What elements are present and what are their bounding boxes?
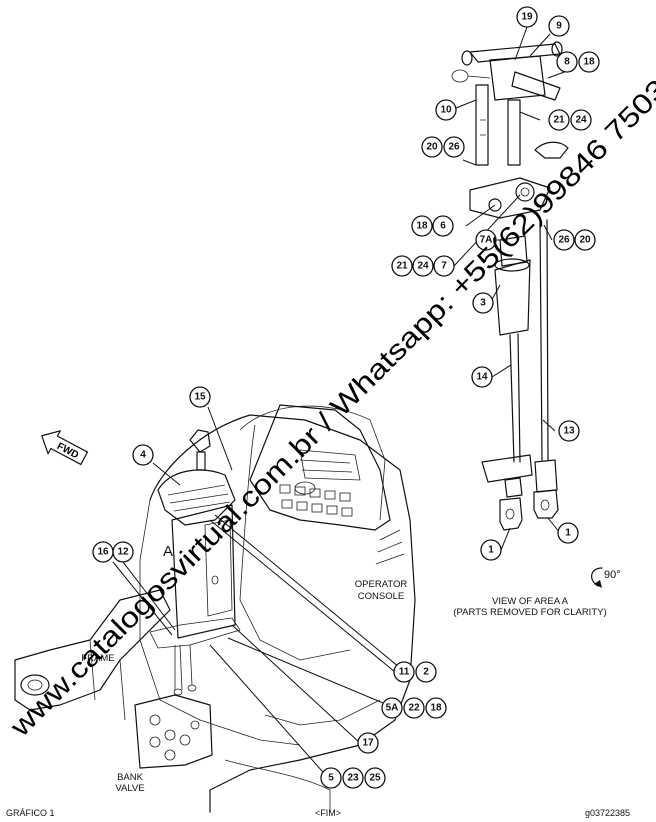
callout-17: 17 <box>357 732 379 754</box>
bank-valve-label-2: VALVE <box>115 783 144 794</box>
svg-text:17: 17 <box>362 738 374 749</box>
svg-text:12: 12 <box>117 547 129 558</box>
svg-text:7A: 7A <box>480 235 493 246</box>
bank-valve <box>134 694 213 769</box>
console-keypad <box>279 484 353 517</box>
footer-center: <FIM> <box>314 808 341 818</box>
svg-text:18: 18 <box>430 703 442 714</box>
callout-18-mid: 18 <box>411 215 433 237</box>
callout-20-right: 20 <box>574 229 596 251</box>
callout-15: 15 <box>189 386 211 408</box>
svg-text:7: 7 <box>441 261 447 272</box>
callout-11: 11 <box>393 661 415 683</box>
svg-text:26: 26 <box>448 142 460 153</box>
operator-console-label-1: OPERATOR <box>355 579 408 590</box>
view-area-label-2: (PARTS REMOVED FOR CLARITY) <box>453 607 606 618</box>
callout-5: 5 <box>320 767 342 789</box>
svg-text:14: 14 <box>476 372 488 383</box>
rotation-label: 90° <box>604 569 621 581</box>
rotation-90-icon <box>591 567 603 588</box>
view-area-label-1: VIEW OF AREA A <box>492 596 569 607</box>
callout-22: 22 <box>403 697 425 719</box>
callout-10: 10 <box>435 99 457 121</box>
callout-4: 4 <box>132 444 154 466</box>
callout-8: 8 <box>556 51 578 73</box>
callout-21-mid: 21 <box>391 255 413 277</box>
watermark-text: www.catalogosvirtual.com.br / Whatsapp: … <box>3 73 656 743</box>
svg-text:1: 1 <box>488 545 494 556</box>
bank-valve-label-1: BANK <box>117 772 144 783</box>
callout-26-right: 26 <box>553 229 575 251</box>
svg-text:13: 13 <box>563 426 575 437</box>
callout-26-left: 26 <box>443 136 465 158</box>
callout-13: 13 <box>558 420 580 442</box>
callouts: 19 9 8 18 10 21 24 20 26 18 6 21 24 7 7A… <box>92 6 600 789</box>
callout-1-left: 1 <box>480 539 502 561</box>
operator-console-label-2: CONSOLE <box>358 591 404 602</box>
callout-24-top: 24 <box>570 109 592 131</box>
svg-text:24: 24 <box>575 115 587 126</box>
callout-20-left: 20 <box>421 136 443 158</box>
text-labels: A FRAME OPERATOR CONSOLE VIEW OF AREA A … <box>81 543 620 794</box>
svg-text:22: 22 <box>408 703 420 714</box>
area-a-label: A <box>163 543 173 560</box>
callout-3: 3 <box>472 292 494 314</box>
callout-5a: 5A <box>381 697 403 719</box>
svg-text:6: 6 <box>440 221 446 232</box>
frame <box>14 589 171 721</box>
svg-text:24: 24 <box>417 261 429 272</box>
callout-1-right: 1 <box>557 522 579 544</box>
svg-text:4: 4 <box>140 450 146 461</box>
svg-text:1: 1 <box>565 528 571 539</box>
callout-12: 12 <box>112 541 134 563</box>
callout-21-top: 21 <box>548 109 570 131</box>
svg-text:16: 16 <box>97 547 109 558</box>
svg-text:18: 18 <box>583 57 595 68</box>
svg-text:19: 19 <box>521 12 533 23</box>
svg-text:20: 20 <box>579 235 591 246</box>
svg-text:8: 8 <box>564 57 570 68</box>
svg-text:21: 21 <box>553 115 565 126</box>
callout-24-mid: 24 <box>412 255 434 277</box>
footer-left: GRÁFICO 1 <box>6 808 55 818</box>
svg-text:25: 25 <box>369 773 381 784</box>
svg-text:11: 11 <box>399 667 410 678</box>
svg-text:3: 3 <box>480 298 486 309</box>
frame-label: FRAME <box>81 653 114 664</box>
callout-19: 19 <box>516 6 538 28</box>
svg-text:5A: 5A <box>386 703 399 714</box>
callout-16: 16 <box>92 541 114 563</box>
cable-assembly <box>451 41 569 531</box>
footer-right: g03722385 <box>584 808 630 818</box>
fwd-label: FWD <box>55 441 80 461</box>
callout-6: 6 <box>432 215 454 237</box>
callout-25: 25 <box>364 767 386 789</box>
svg-text:9: 9 <box>556 21 562 32</box>
callout-14: 14 <box>471 366 493 388</box>
callout-18-bottom: 18 <box>425 697 447 719</box>
svg-text:2: 2 <box>423 667 429 678</box>
joystick-assembly <box>149 429 241 696</box>
callout-2: 2 <box>415 661 437 683</box>
leader-lines <box>112 26 568 781</box>
callout-9: 9 <box>548 15 570 37</box>
callout-7: 7 <box>433 255 455 277</box>
svg-text:21: 21 <box>396 261 408 272</box>
svg-text:20: 20 <box>426 142 438 153</box>
svg-text:18: 18 <box>416 221 428 232</box>
svg-text:5: 5 <box>328 773 334 784</box>
svg-text:10: 10 <box>440 105 452 116</box>
callout-23: 23 <box>342 767 364 789</box>
callout-7a: 7A <box>475 229 497 251</box>
fwd-arrow: FWD <box>41 430 89 466</box>
svg-text:26: 26 <box>558 235 570 246</box>
svg-text:23: 23 <box>347 773 359 784</box>
svg-text:15: 15 <box>194 392 206 403</box>
callout-18-top: 18 <box>578 51 600 73</box>
